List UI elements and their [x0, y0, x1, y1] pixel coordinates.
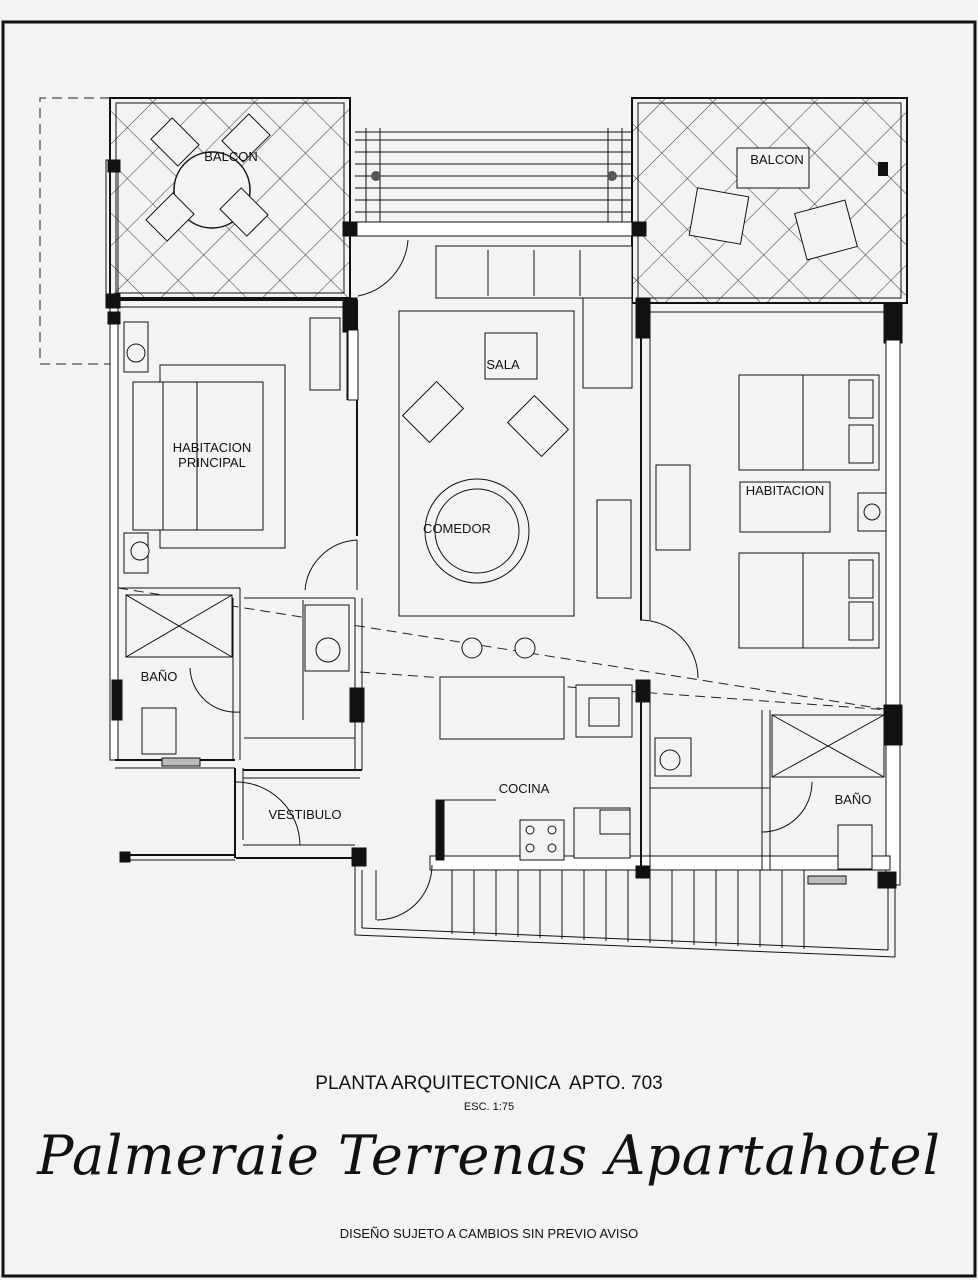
room-label-balcon-left: BALCON	[204, 149, 258, 164]
plan-scale: ESC. 1:75	[463, 1101, 515, 1113]
room-label-vestibulo: VESTIBULO	[268, 807, 342, 822]
room-label-bano-right: BAÑO	[834, 792, 872, 807]
room-label-bano-left: BAÑO	[140, 669, 178, 684]
bedroom-furniture	[655, 374, 887, 649]
master-bedroom-furniture	[123, 317, 341, 574]
terrace-bottom	[354, 866, 896, 958]
room-label-comedor: COMEDOR	[423, 521, 491, 536]
plan-title: PLANTA ARQUITECTONICA APTO. 703	[315, 1073, 663, 1094]
room-label-sala: SALA	[486, 357, 520, 372]
sheet-border	[1, 20, 977, 1278]
balcon-left	[105, 97, 351, 301]
room-label-habitacion-principal: HABITACION PRINCIPAL	[172, 440, 252, 470]
kitchen-fixtures	[439, 676, 633, 861]
walls	[105, 159, 903, 889]
balcon-right	[631, 97, 908, 304]
pergola	[355, 128, 632, 222]
room-label-cocina: COCINA	[498, 781, 550, 796]
living-room-furniture	[398, 245, 633, 659]
room-label-balcon-right: BALCON	[750, 152, 804, 167]
project-name: Palmeraie Terrenas Apartahotel	[37, 1124, 941, 1187]
projection-line	[39, 97, 110, 365]
door-swings	[189, 239, 813, 921]
bath-right-fixtures	[654, 714, 885, 885]
bath-left-fixtures	[125, 594, 350, 767]
room-label-habitacion: HABITACION	[745, 483, 825, 498]
disclaimer: DISEÑO SUJETO A CAMBIOS SIN PREVIO AVISO	[339, 1226, 639, 1241]
beam-line	[117, 587, 891, 711]
